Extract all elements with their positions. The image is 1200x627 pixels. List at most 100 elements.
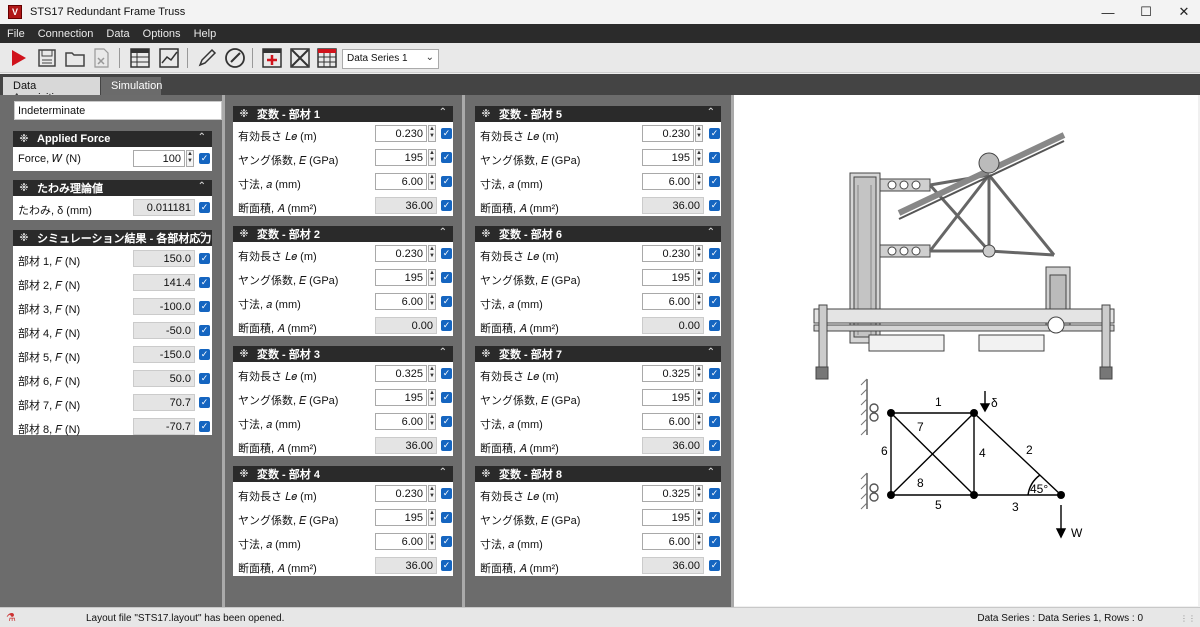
member-modulus-spinner[interactable]: ▲▼ — [428, 149, 436, 166]
data-series-select[interactable]: Data Series 1 ⌄ — [342, 49, 439, 69]
run-icon[interactable] — [5, 46, 31, 70]
member-length-checkbox[interactable]: ✓ — [709, 128, 720, 139]
member-length-spinner[interactable]: ▲▼ — [428, 365, 436, 382]
member-dimension-input[interactable]: 6.00 — [642, 413, 694, 430]
member-length-checkbox[interactable]: ✓ — [709, 488, 720, 499]
member-dimension-input[interactable]: 6.00 — [375, 413, 427, 430]
collapse-icon[interactable]: ⌃ — [197, 181, 206, 192]
result-checkbox[interactable]: ✓ — [199, 421, 210, 432]
member-length-checkbox[interactable]: ✓ — [441, 128, 452, 139]
result-checkbox[interactable]: ✓ — [199, 325, 210, 336]
member-modulus-input[interactable]: 195 — [375, 149, 427, 166]
member-modulus-checkbox[interactable]: ✓ — [709, 392, 720, 403]
add-row-icon[interactable] — [259, 46, 285, 70]
gauge-icon[interactable] — [222, 46, 248, 70]
member-modulus-checkbox[interactable]: ✓ — [709, 272, 720, 283]
connection-status-icon[interactable]: ⚗ — [6, 612, 16, 624]
save-icon[interactable] — [34, 46, 60, 70]
result-checkbox[interactable]: ✓ — [199, 277, 210, 288]
member-modulus-checkbox[interactable]: ✓ — [441, 512, 452, 523]
panel-header[interactable]: ❉ シミュレーション結果 - 各部材応力 ⌃ — [13, 230, 212, 246]
member-area-checkbox[interactable]: ✓ — [709, 440, 720, 451]
member-dimension-spinner[interactable]: ▲▼ — [428, 173, 436, 190]
member-modulus-input[interactable]: 195 — [375, 509, 427, 526]
member-dimension-checkbox[interactable]: ✓ — [709, 176, 720, 187]
splitter[interactable] — [731, 95, 734, 607]
member-area-checkbox[interactable]: ✓ — [709, 560, 720, 571]
member-dimension-input[interactable]: 6.00 — [642, 533, 694, 550]
member-length-input[interactable]: 0.230 — [642, 245, 694, 262]
result-checkbox[interactable]: ✓ — [199, 301, 210, 312]
member-dimension-input[interactable]: 6.00 — [375, 293, 427, 310]
member-modulus-checkbox[interactable]: ✓ — [709, 152, 720, 163]
member-dimension-input[interactable]: 6.00 — [375, 173, 427, 190]
member-area-checkbox[interactable]: ✓ — [441, 560, 452, 571]
member-dimension-checkbox[interactable]: ✓ — [441, 536, 452, 547]
collapse-icon[interactable]: ⌃ — [438, 467, 447, 478]
member-modulus-spinner[interactable]: ▲▼ — [695, 389, 703, 406]
force-checkbox[interactable]: ✓ — [199, 153, 210, 164]
member-modulus-checkbox[interactable]: ✓ — [441, 392, 452, 403]
member-modulus-input[interactable]: 195 — [642, 149, 694, 166]
member-dimension-spinner[interactable]: ▲▼ — [695, 293, 703, 310]
mode-field[interactable]: Indeterminate — [14, 101, 222, 120]
panel-header[interactable]: ❉変数 - 部材 1⌃ — [233, 106, 453, 122]
member-length-checkbox[interactable]: ✓ — [441, 368, 452, 379]
member-dimension-input[interactable]: 6.00 — [642, 173, 694, 190]
member-modulus-checkbox[interactable]: ✓ — [441, 152, 452, 163]
menu-help[interactable]: Help — [193, 27, 217, 40]
member-modulus-input[interactable]: 195 — [375, 269, 427, 286]
member-dimension-checkbox[interactable]: ✓ — [709, 416, 720, 427]
member-length-input[interactable]: 0.230 — [375, 485, 427, 502]
splitter[interactable] — [222, 95, 225, 607]
member-length-checkbox[interactable]: ✓ — [441, 488, 452, 499]
member-dimension-checkbox[interactable]: ✓ — [441, 176, 452, 187]
pen-icon[interactable] — [194, 46, 220, 70]
member-dimension-spinner[interactable]: ▲▼ — [695, 173, 703, 190]
table-view-icon[interactable] — [127, 46, 153, 70]
member-dimension-input[interactable]: 6.00 — [375, 533, 427, 550]
panel-header[interactable]: ❉変数 - 部材 8⌃ — [475, 466, 721, 482]
collapse-icon[interactable]: ⌃ — [706, 347, 715, 358]
menu-data[interactable]: Data — [106, 27, 130, 40]
member-length-spinner[interactable]: ▲▼ — [428, 125, 436, 142]
member-length-checkbox[interactable]: ✓ — [709, 368, 720, 379]
member-length-input[interactable]: 0.230 — [375, 125, 427, 142]
member-length-input[interactable]: 0.230 — [642, 125, 694, 142]
member-modulus-spinner[interactable]: ▲▼ — [695, 149, 703, 166]
result-checkbox[interactable]: ✓ — [199, 253, 210, 264]
result-checkbox[interactable]: ✓ — [199, 373, 210, 384]
collapse-icon[interactable]: ⌃ — [197, 132, 206, 143]
panel-header[interactable]: ❉変数 - 部材 6⌃ — [475, 226, 721, 242]
member-area-checkbox[interactable]: ✓ — [441, 440, 452, 451]
member-length-spinner[interactable]: ▲▼ — [695, 125, 703, 142]
minimize-button[interactable]: — — [1101, 4, 1115, 20]
member-dimension-checkbox[interactable]: ✓ — [709, 296, 720, 307]
delete-file-icon[interactable] — [88, 46, 114, 70]
tab-simulation[interactable]: Simulation — [101, 77, 162, 95]
member-dimension-checkbox[interactable]: ✓ — [441, 296, 452, 307]
panel-header[interactable]: ❉変数 - 部材 2⌃ — [233, 226, 453, 242]
member-dimension-input[interactable]: 6.00 — [642, 293, 694, 310]
panel-header[interactable]: ❉変数 - 部材 4⌃ — [233, 466, 453, 482]
result-checkbox[interactable]: ✓ — [199, 397, 210, 408]
member-modulus-spinner[interactable]: ▲▼ — [695, 269, 703, 286]
collapse-icon[interactable]: ⌃ — [706, 467, 715, 478]
force-spinner[interactable]: ▲▼ — [186, 150, 194, 167]
close-button[interactable]: ✕ — [1178, 4, 1190, 19]
member-length-spinner[interactable]: ▲▼ — [428, 245, 436, 262]
panel-header[interactable]: ❉変数 - 部材 7⌃ — [475, 346, 721, 362]
panel-header[interactable]: ❉ Applied Force ⌃ — [13, 131, 212, 147]
member-length-spinner[interactable]: ▲▼ — [695, 485, 703, 502]
member-modulus-spinner[interactable]: ▲▼ — [428, 509, 436, 526]
menu-file[interactable]: File — [7, 27, 25, 40]
result-checkbox[interactable]: ✓ — [199, 349, 210, 360]
member-modulus-input[interactable]: 195 — [642, 269, 694, 286]
collapse-icon[interactable]: ⌃ — [706, 227, 715, 238]
resize-grip-icon[interactable]: ⋮⋮ — [1180, 614, 1196, 623]
member-area-checkbox[interactable]: ✓ — [709, 200, 720, 211]
deflection-checkbox[interactable]: ✓ — [199, 202, 210, 213]
tab-data-acquisition[interactable]: Data Acquisition — [3, 77, 100, 104]
collapse-icon[interactable]: ⌃ — [438, 347, 447, 358]
member-dimension-spinner[interactable]: ▲▼ — [428, 413, 436, 430]
